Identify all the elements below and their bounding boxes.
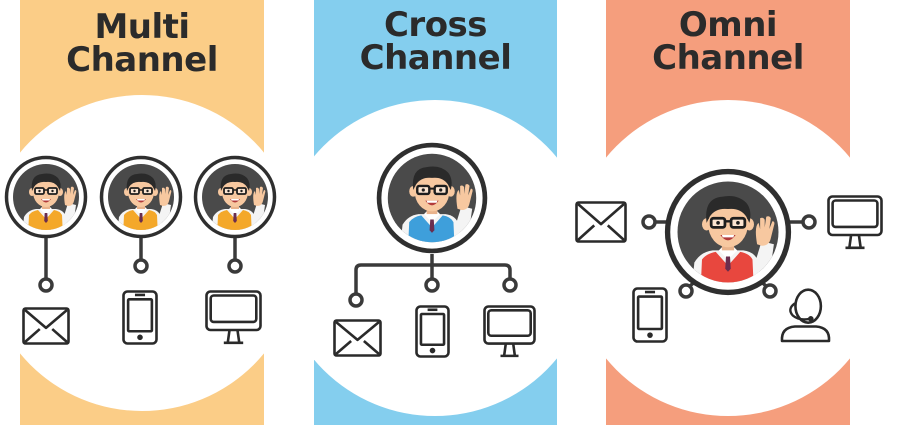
desktop-monitor-icon — [205, 290, 262, 345]
title-line-2: Channel — [652, 38, 804, 78]
cross-avatar — [376, 142, 488, 254]
customer-support-headset-icon — [780, 288, 831, 343]
desktop-monitor-icon — [483, 305, 536, 358]
title-line-1: Omni — [678, 5, 778, 45]
omni-connector-nodes — [641, 214, 817, 299]
multi-avatar-2 — [99, 155, 183, 239]
mobile-phone-icon — [122, 290, 158, 345]
multi-avatar-1 — [4, 155, 88, 239]
title-line-1: Multi — [94, 7, 190, 47]
multi-avatar-3 — [193, 155, 277, 239]
omni-channel-title: Omni Channel — [606, 5, 850, 78]
connector-node — [424, 277, 440, 293]
connector-node — [133, 258, 149, 274]
multi-channel-title: Multi Channel — [20, 7, 264, 80]
connector-node — [801, 214, 817, 230]
connector-node — [502, 277, 518, 293]
cross-channel-title: Cross Channel — [314, 5, 557, 78]
envelope-icon — [333, 319, 382, 357]
title-line-1: Cross — [383, 5, 488, 45]
envelope-icon — [575, 201, 627, 243]
cross-connector-nodes — [348, 277, 518, 308]
omni-avatar — [664, 168, 792, 296]
mobile-phone-icon — [415, 305, 450, 358]
connector-node — [348, 292, 364, 308]
multi-connectors — [38, 238, 243, 293]
connector-node — [38, 277, 54, 293]
title-line-2: Channel — [66, 40, 218, 80]
connector-node — [641, 214, 657, 230]
title-line-2: Channel — [359, 38, 512, 78]
desktop-monitor-icon — [827, 195, 883, 250]
connector-node — [227, 258, 243, 274]
connector-node — [678, 283, 694, 299]
mobile-phone-icon — [632, 287, 668, 343]
connector-node — [762, 283, 778, 299]
cross-tree-connector — [354, 254, 512, 294]
envelope-icon — [22, 307, 70, 345]
